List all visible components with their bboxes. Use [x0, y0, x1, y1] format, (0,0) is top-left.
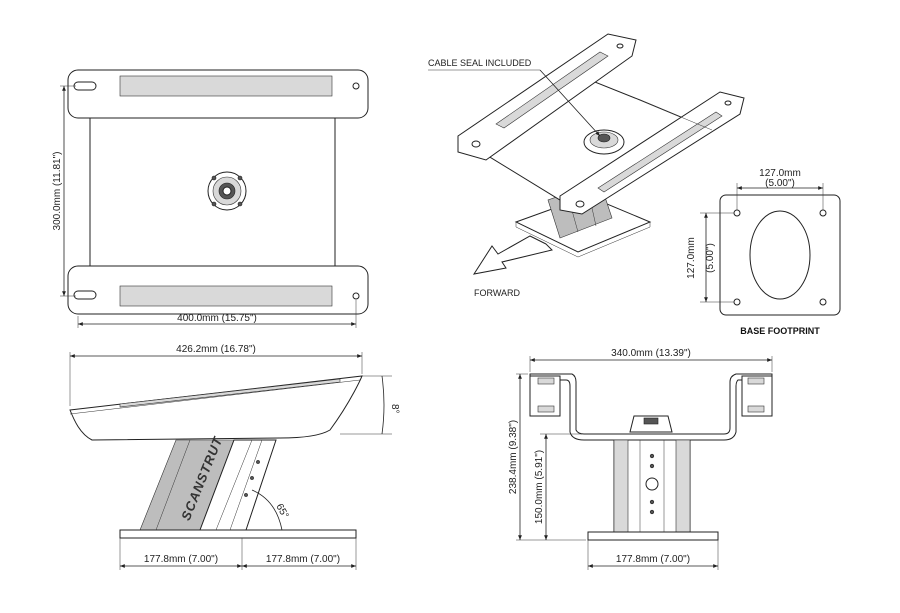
keyhole-slot-upper-left: [73, 81, 97, 91]
bolt-hole-upper-right: [352, 82, 360, 90]
front-width-dim: 340.0mm (13.39"): [611, 348, 691, 359]
top-width-dim: 400.0mm (15.75"): [177, 313, 257, 324]
footprint-cutout: [749, 210, 811, 300]
front-pole-hole: [645, 477, 659, 491]
top-height-dim: 300.0mm (11.81"): [52, 152, 63, 231]
side-top-plate: [69, 375, 363, 441]
front-total-height-dim: 238.4mm (9.38"): [508, 420, 519, 494]
front-pole-height-dim: 150.0mm (5.91"): [534, 450, 545, 524]
keyhole-slot-lower-left: [73, 290, 97, 300]
side-view: SCANSTRUT 426.2mm (16.78") 8° 65° 177.8m…: [69, 344, 400, 570]
base-left-dim: 177.8mm (7.00"): [144, 554, 218, 565]
tilt-angle-arc: [381, 375, 385, 435]
iso-bolt-hole-1: [471, 140, 481, 148]
cable-gland-top: [207, 171, 247, 211]
footprint-height-imperial: (5.00"): [705, 243, 716, 273]
base-footprint-title: BASE FOOTPRINT: [740, 326, 820, 336]
cable-seal-leader: [539, 69, 601, 137]
footprint-width-metric: 127.0mm: [759, 168, 801, 179]
footprint-hole-br: [819, 298, 827, 306]
footprint-width-imperial: (5.00"): [765, 178, 795, 189]
base-right-dim: 177.8mm (7.00"): [266, 554, 340, 565]
side-base-plate: [119, 529, 357, 539]
iso-bolt-hole-4: [724, 100, 732, 106]
strut-angle-arc: [251, 489, 283, 531]
bolt-hole-lower-right: [352, 292, 360, 300]
iso-bolt-hole-2: [575, 200, 585, 208]
cable-seal-label: CABLE SEAL INCLUDED: [428, 58, 532, 68]
tilt-angle-label: 8°: [389, 404, 400, 414]
forward-arrow: [472, 235, 553, 275]
footprint-hole-bl: [733, 298, 741, 306]
side-length-dim: 426.2mm (16.78"): [176, 344, 256, 355]
isometric-view: CABLE SEAL INCLUDED FORWARD: [428, 33, 745, 298]
footprint-hole-tl: [733, 209, 741, 217]
base-footprint: 127.0mm (5.00") 127.0mm (5.00") BASE FOO…: [686, 168, 841, 336]
front-base-plate: [587, 531, 719, 541]
iso-cable-seal: [583, 129, 625, 155]
iso-bolt-hole-3: [616, 43, 624, 49]
top-rail-upper-slot: [119, 75, 333, 97]
top-rail-lower-slot: [119, 285, 333, 307]
footprint-height-metric: 127.0mm: [686, 237, 697, 279]
front-base-dim: 177.8mm (7.00"): [616, 554, 690, 565]
front-view: 340.0mm (13.39") 238.4mm (9.38") 150.0mm…: [508, 348, 773, 570]
footprint-hole-tr: [819, 209, 827, 217]
strut-angle-label: 65°: [273, 502, 290, 521]
top-view: 400.0mm (15.75") 300.0mm (11.81"): [52, 69, 369, 328]
forward-label: FORWARD: [474, 288, 520, 298]
